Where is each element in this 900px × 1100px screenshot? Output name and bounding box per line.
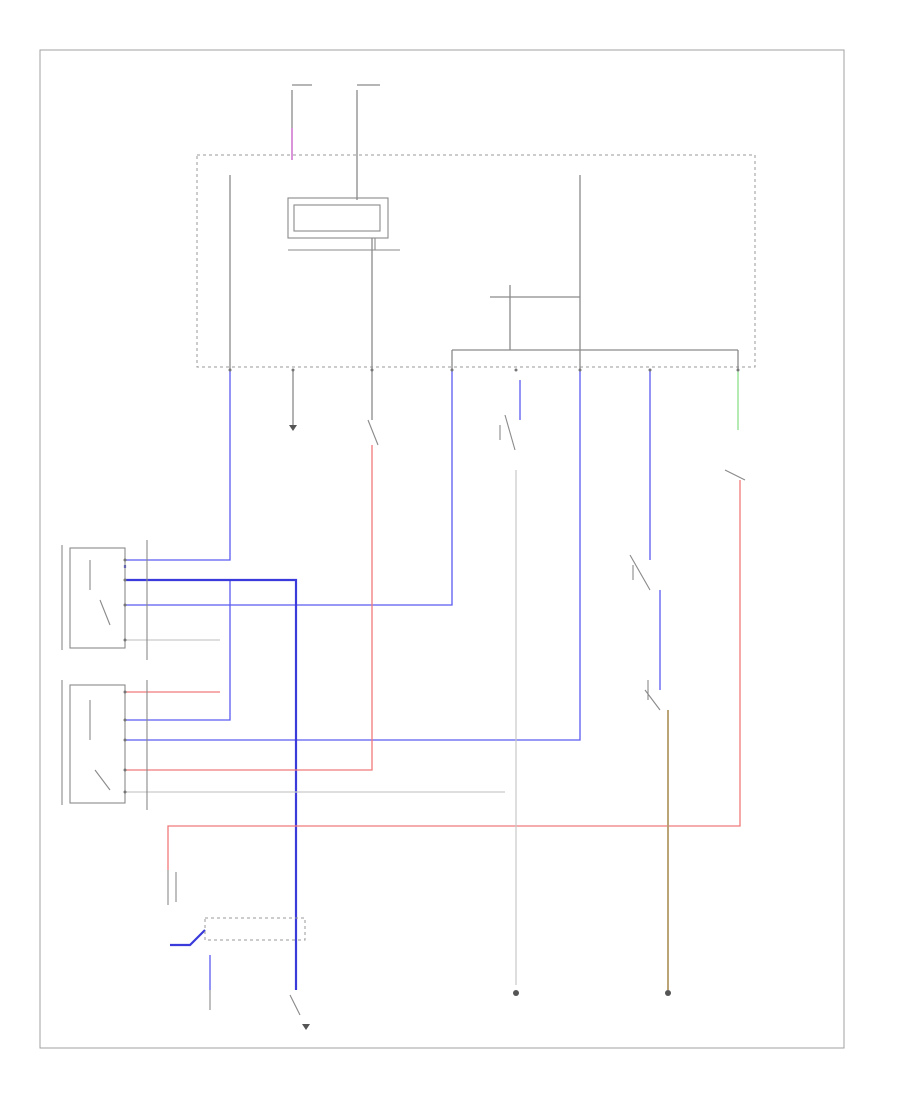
junction-box (196, 154, 756, 368)
ground-1 (513, 990, 519, 996)
cooling-fan-motor-connector (167, 870, 177, 905)
gray-wires (125, 470, 517, 985)
engine-coolant-temp-switch (724, 469, 746, 481)
blue-wires (123, 370, 661, 990)
diagram-frame (39, 49, 845, 1049)
connector-pins (123, 368, 740, 794)
relay-top (287, 197, 400, 251)
cooling-fan-relay-2 (61, 680, 148, 810)
ground-2 (665, 990, 671, 996)
center-switches (367, 414, 516, 451)
red-wires (125, 445, 741, 870)
junction-internal-wires (229, 175, 739, 370)
ac-pressure-switch (629, 554, 651, 591)
top-feed-wires (291, 84, 380, 200)
fan-motor (204, 917, 310, 1030)
cooling-fan-relay-1 (61, 540, 148, 660)
connector-drops (289, 370, 373, 431)
coolant-temp-switch (644, 680, 661, 711)
